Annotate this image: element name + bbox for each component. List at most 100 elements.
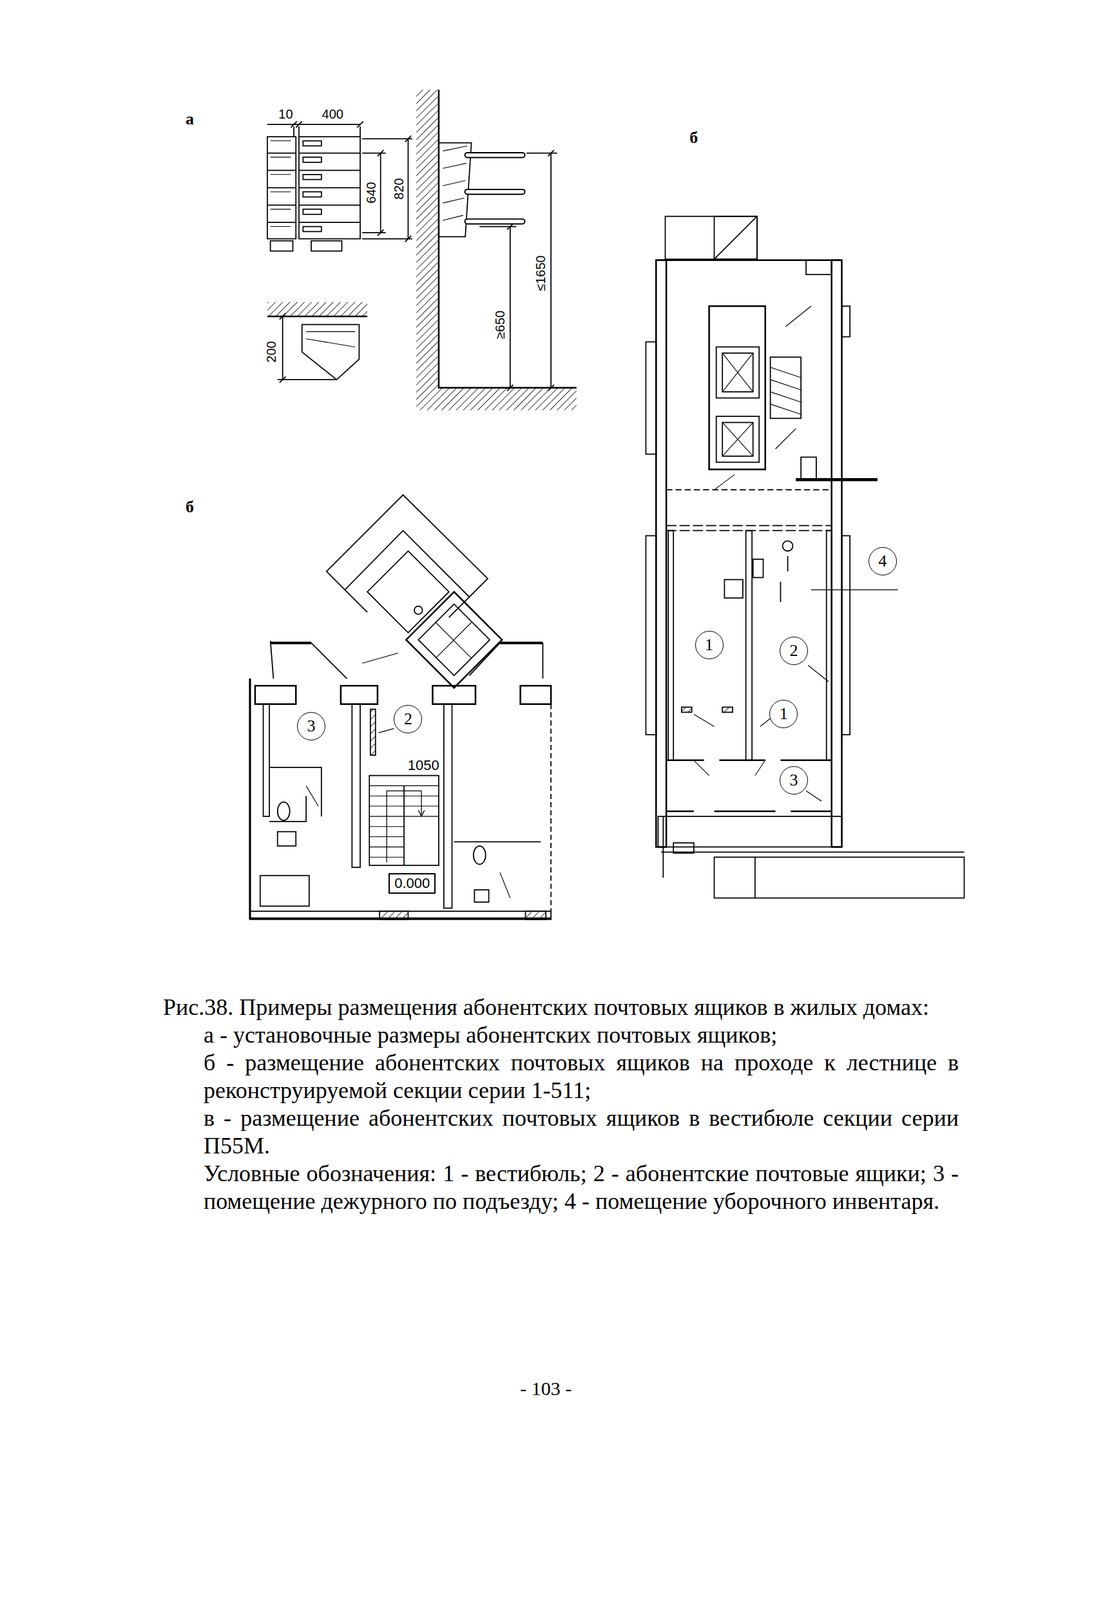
callout-number: 1 xyxy=(704,636,714,654)
callout-number: 4 xyxy=(878,552,887,570)
drawing-rect xyxy=(520,685,552,705)
drawing-rect xyxy=(267,136,296,239)
drawing-rect xyxy=(340,685,378,705)
drawing-rect xyxy=(681,706,692,712)
drawing-rect xyxy=(831,260,843,848)
drawing-rect xyxy=(370,709,376,756)
drawing-path xyxy=(269,767,322,822)
drawing-path xyxy=(362,150,386,236)
drawing-path xyxy=(550,704,552,919)
callout-circle: 4 xyxy=(868,547,897,576)
drawing-ellipse xyxy=(473,845,486,865)
drawing-path xyxy=(754,856,756,898)
drawing-rect xyxy=(255,685,296,705)
drawing-path xyxy=(775,306,812,450)
drawing-path xyxy=(811,589,899,591)
drawing-line xyxy=(467,188,523,196)
callout-number: 2 xyxy=(403,710,413,728)
drawing-path xyxy=(277,313,337,383)
drawing-path xyxy=(438,89,577,388)
drawing-path xyxy=(362,653,398,664)
drawing-rect xyxy=(724,579,743,598)
drawing-rect xyxy=(525,911,547,920)
drawing-path xyxy=(302,324,360,381)
drawing-rect xyxy=(714,216,758,260)
drawing-rect xyxy=(716,346,760,398)
drawing-path xyxy=(661,816,964,878)
drawing-path xyxy=(666,810,832,813)
callout-circle: 1 xyxy=(769,699,798,729)
drawing-circle xyxy=(782,540,794,551)
drawing-path xyxy=(270,641,544,680)
callout-circle: 1 xyxy=(695,630,724,660)
drawing-rect xyxy=(263,704,270,817)
drawing-rect xyxy=(746,530,753,760)
drawing-path xyxy=(666,525,832,531)
dimension-label: ≥650 xyxy=(492,308,508,340)
drawing-path xyxy=(479,223,517,392)
drawing-path xyxy=(302,141,322,232)
drawing-rect xyxy=(298,136,361,239)
text-label: - 103 - xyxy=(518,1376,573,1399)
drawing-rect xyxy=(722,706,733,712)
drawing-line xyxy=(467,190,523,194)
drawing-rect xyxy=(277,831,297,846)
drawing-path xyxy=(418,809,425,817)
callout-number: 3 xyxy=(306,717,316,735)
drawing-path xyxy=(666,759,832,762)
caption-item: в - размещение абонентских почтовых ящик… xyxy=(203,1104,959,1160)
drawing-path xyxy=(722,353,754,392)
drawing-rect xyxy=(443,704,453,909)
drawing xyxy=(249,89,965,919)
drawing-rect xyxy=(841,306,850,337)
drawing-path xyxy=(290,121,363,128)
drawing-line xyxy=(467,152,523,159)
callout-circle: 3 xyxy=(779,766,808,795)
callout-circle: 2 xyxy=(779,636,808,665)
callout-number: 3 xyxy=(789,771,799,789)
drawing-path xyxy=(795,478,878,482)
drawing-path xyxy=(378,728,395,733)
drawing-path xyxy=(267,124,361,137)
drawing-path xyxy=(306,331,356,348)
text-label: 1050 xyxy=(406,757,441,774)
drawing-path xyxy=(807,665,829,682)
drawing-rect xyxy=(753,559,764,578)
drawing-path xyxy=(249,678,551,919)
drawing-rect xyxy=(806,260,832,275)
drawing-rect xyxy=(673,842,694,854)
drawing-rect xyxy=(665,216,758,260)
drawing-rect xyxy=(416,89,439,388)
dimension-label: 820 xyxy=(391,176,406,201)
drawing-path xyxy=(499,872,511,899)
drawing-path xyxy=(270,141,292,227)
drawing-rect xyxy=(716,416,760,462)
drawing-rect xyxy=(645,535,656,735)
drawing-rect xyxy=(267,302,368,317)
drawing-rect xyxy=(416,387,577,411)
drawing-path xyxy=(780,556,788,602)
drawing-g xyxy=(467,155,523,222)
drawing-path xyxy=(442,145,468,221)
drawing-rect xyxy=(474,889,489,903)
figure-caption: Рис.38. Примеры размещения абонентских п… xyxy=(163,993,959,1022)
drawing-rect xyxy=(645,342,656,455)
drawing-path xyxy=(722,422,754,457)
drawing-rect xyxy=(655,260,667,848)
drawing-rect xyxy=(668,530,674,760)
drawing-path xyxy=(344,589,470,618)
dimension-label: ≤1650 xyxy=(533,254,548,293)
caption-item: Условные обозначения: 1 - вестибюль; 2 -… xyxy=(203,1159,959,1216)
drawing-rect xyxy=(270,240,294,252)
drawing-path xyxy=(806,790,822,801)
drawing-path xyxy=(693,714,776,727)
drawing-rect xyxy=(379,911,408,920)
drawing-ellipse xyxy=(277,802,290,821)
drawing-line xyxy=(467,219,523,224)
drawing-path xyxy=(435,622,471,658)
drawing-path xyxy=(298,153,361,223)
drawing-path xyxy=(526,150,558,392)
